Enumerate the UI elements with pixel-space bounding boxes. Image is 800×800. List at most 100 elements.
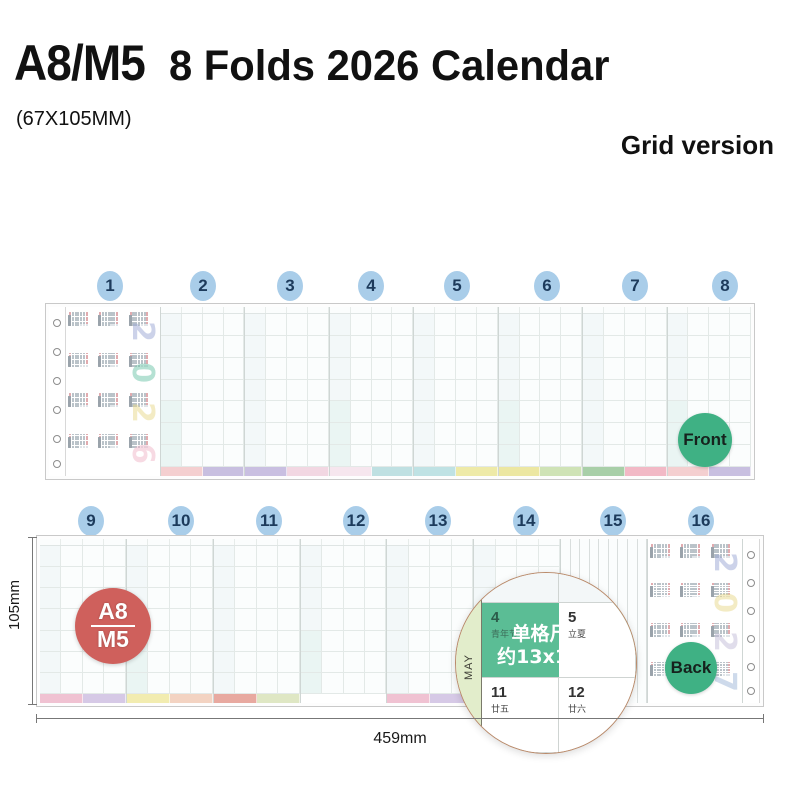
- month-day-grid: [329, 314, 414, 467]
- mini-day: [653, 546, 656, 549]
- month-side-tab-mark: [40, 566, 47, 587]
- mini-month-label: [650, 586, 654, 598]
- mini-day: [722, 629, 725, 632]
- mini-day: [104, 438, 107, 441]
- mini-day: [104, 362, 107, 365]
- mini-month-label: [650, 625, 654, 637]
- calendar-day-cell: [709, 445, 731, 467]
- calendar-day-cell: [540, 335, 562, 358]
- calendar-day-cell: [322, 546, 344, 568]
- calendar-day-cell: [245, 401, 267, 424]
- mini-day: [85, 321, 88, 324]
- mini-day: [725, 666, 728, 669]
- weekday-header-cell: [278, 539, 300, 545]
- magnifier-cell-bottom-right: 12 廿六: [559, 678, 636, 753]
- calendar-day-cell: [256, 567, 279, 589]
- mini-day: [71, 362, 74, 365]
- calendar-day-cell: [645, 379, 667, 402]
- mini-day: [102, 445, 105, 448]
- mini-day: [653, 544, 656, 546]
- mini-month-block: [710, 622, 739, 660]
- mini-day: [146, 362, 149, 365]
- calendar-day-cell: [624, 314, 646, 336]
- mini-day: [110, 324, 113, 327]
- mini-day: [720, 593, 723, 595]
- calendar-day-cell: [169, 609, 192, 631]
- month-side-tab-mark: [127, 566, 134, 587]
- month-side-tab-mark: [245, 423, 252, 445]
- month-side-tab-mark: [387, 588, 394, 609]
- calendar-day-cell: [371, 314, 393, 336]
- month-side-tab-mark: [583, 445, 590, 467]
- mini-day: [722, 634, 725, 637]
- mini-day: [102, 438, 105, 441]
- calendar-day-cell: [287, 401, 308, 424]
- month-side-tab: [330, 313, 337, 467]
- mini-day: [143, 364, 146, 367]
- weekday-header-row: [329, 307, 414, 314]
- front-month-panel-6: [498, 307, 584, 476]
- weekday-header-cell: [365, 539, 387, 545]
- mini-day: [140, 393, 143, 395]
- calendar-day-cell: [343, 630, 365, 652]
- calendar-day-cell: [61, 651, 83, 673]
- mini-day: [662, 590, 665, 593]
- month-day-grid: [300, 546, 387, 694]
- calendar-day-cell: [213, 546, 236, 568]
- mini-day: [132, 400, 135, 403]
- mini-day: [656, 661, 659, 664]
- mini-day: [728, 551, 731, 554]
- mini-day: [138, 402, 141, 405]
- mini-day: [110, 443, 113, 446]
- mini-day: [74, 440, 77, 443]
- calendar-day-cell: [343, 651, 365, 673]
- mini-day: [110, 316, 113, 319]
- mini-day: [711, 583, 714, 585]
- mini-day: [80, 354, 83, 357]
- mini-day: [140, 321, 143, 324]
- size-subtitle: (67X105MM): [16, 108, 132, 130]
- footer-color-block: [245, 467, 288, 476]
- month-side-tab-mark: [387, 630, 394, 651]
- magnifier-cell-bottom-left: 11 廿五: [482, 678, 559, 753]
- mini-day: [714, 588, 717, 590]
- calendar-day-cell: [430, 672, 452, 694]
- calendar-day-cell: [278, 630, 300, 652]
- mini-day: [689, 553, 692, 556]
- month-side-tab: [387, 545, 394, 694]
- mini-day: [667, 629, 670, 632]
- month-side-tab: [499, 313, 506, 467]
- mini-day: [728, 585, 731, 588]
- mini-day: [722, 627, 725, 630]
- mini-day: [82, 314, 85, 317]
- panel-number-7: 7: [622, 271, 648, 301]
- month-day-grid: [498, 314, 583, 467]
- mini-day: [74, 445, 77, 448]
- mini-day: [692, 556, 695, 559]
- mini-day: [720, 669, 723, 671]
- mini-day: [653, 664, 656, 666]
- binder-holes-left: [49, 307, 66, 476]
- mini-month-label: [98, 355, 102, 367]
- mini-day: [143, 352, 146, 355]
- mini-day: [689, 629, 692, 632]
- calendar-day-cell: [667, 401, 689, 424]
- mini-day: [684, 595, 687, 598]
- mini-day: [662, 585, 665, 588]
- mini-day: [692, 632, 695, 635]
- mini-day: [102, 433, 105, 436]
- calendar-day-cell: [540, 445, 562, 467]
- calendar-day-cell: [191, 588, 213, 610]
- weekday-header-cell: [477, 307, 498, 313]
- mini-day: [667, 624, 670, 627]
- mini-day: [722, 624, 725, 627]
- mini-month-label: [68, 436, 71, 448]
- mini-day: [135, 445, 138, 448]
- calendar-day-cell: [364, 609, 387, 631]
- mini-day: [135, 362, 138, 365]
- mini-day: [659, 588, 662, 590]
- month-side-tab: [583, 313, 590, 467]
- mini-day: [692, 583, 695, 585]
- calendar-day-cell: [364, 546, 387, 568]
